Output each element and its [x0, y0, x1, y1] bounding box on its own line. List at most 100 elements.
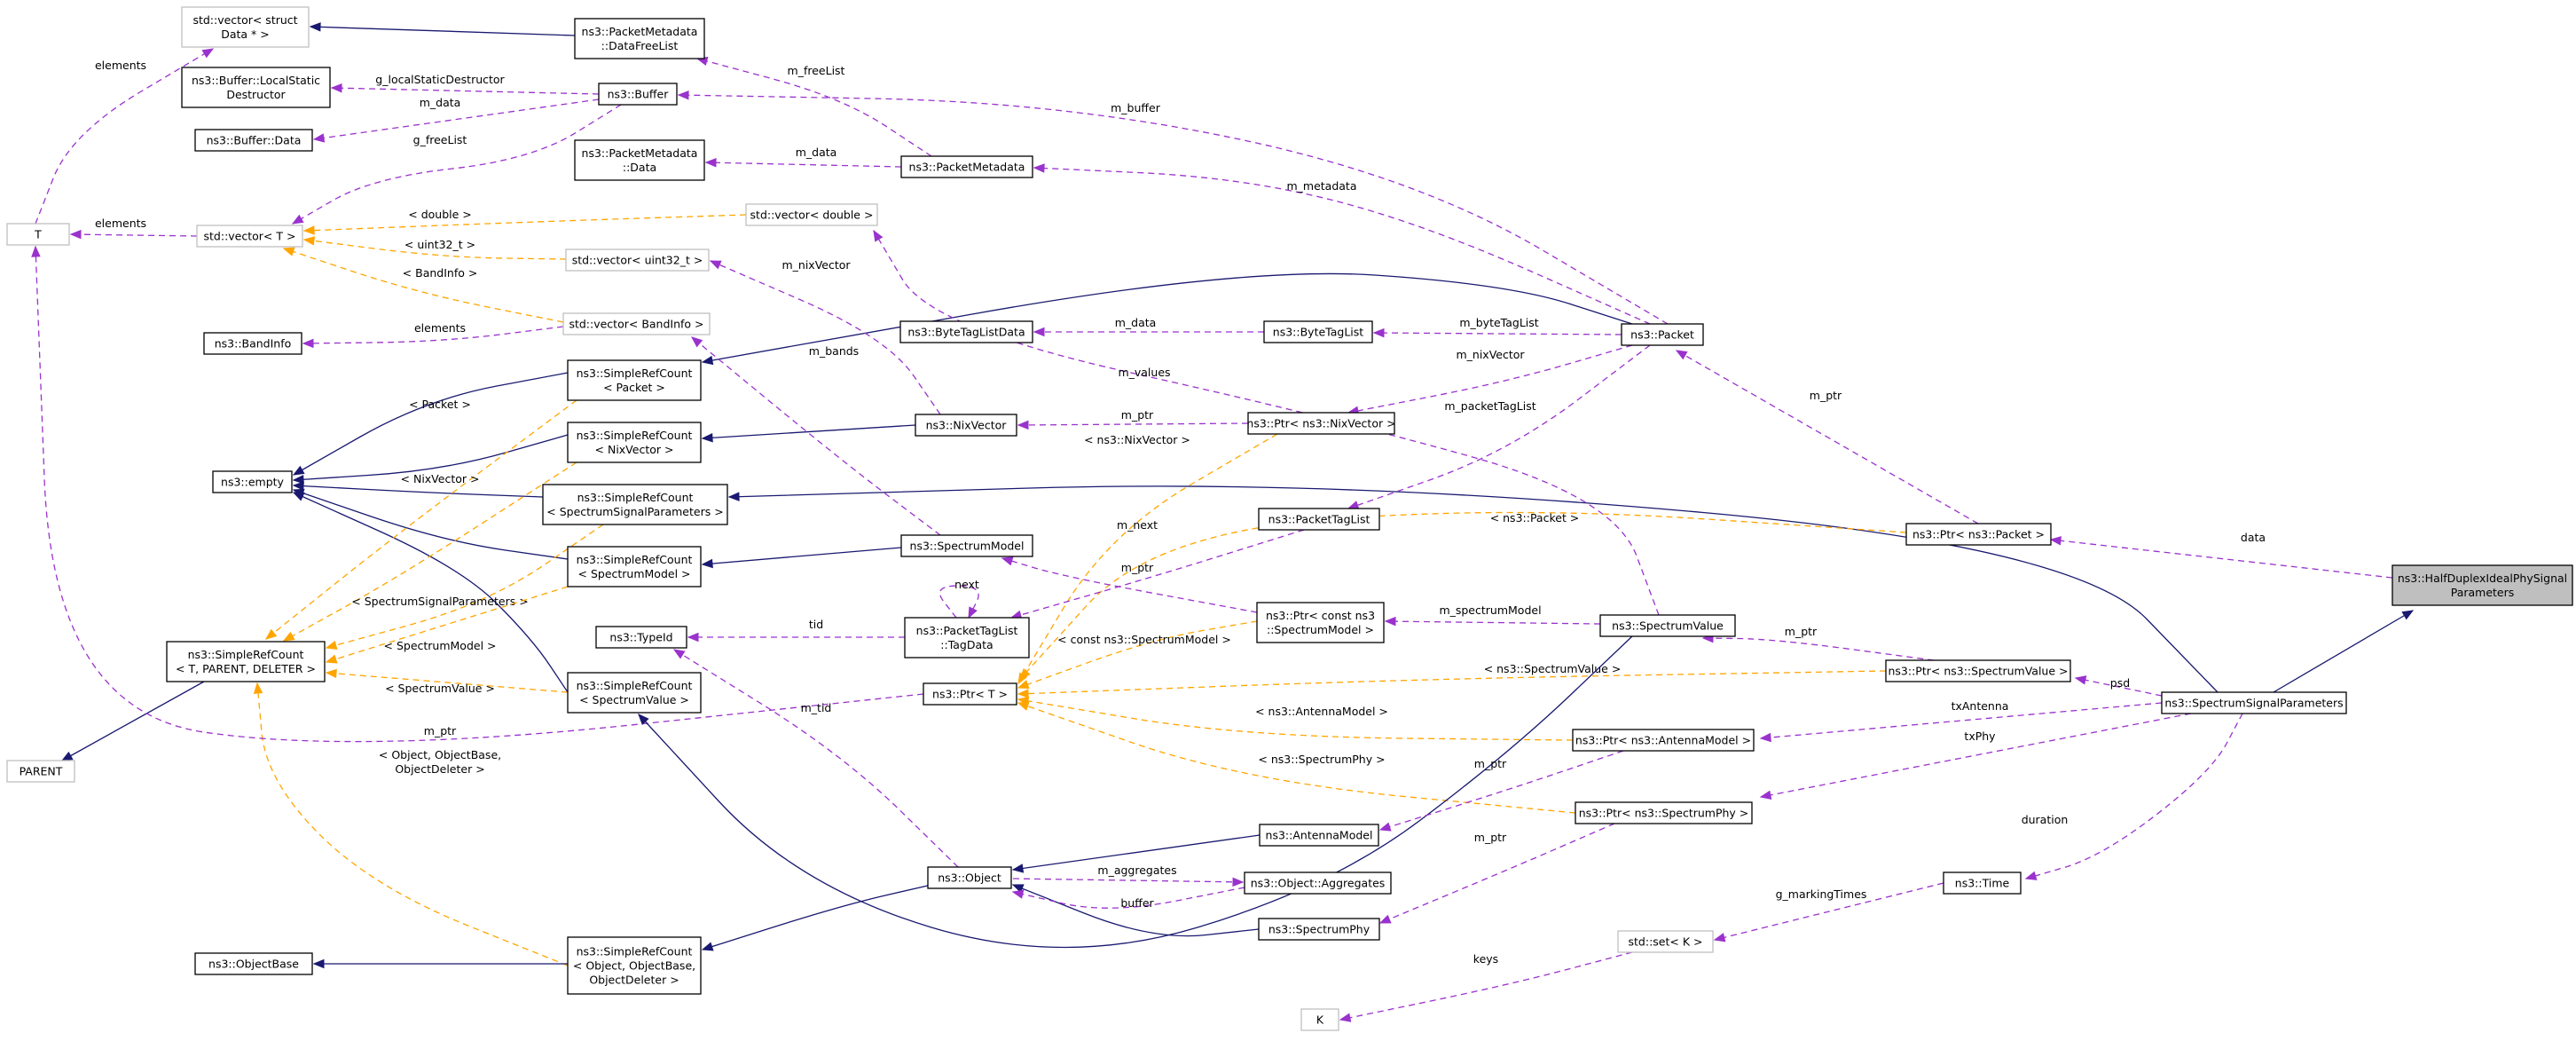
edge-line: [35, 48, 214, 225]
edge-packet-to-ptrpkt: m_ptr: [1675, 350, 1979, 524]
node-btld[interactable]: ns3::ByteTagListData: [899, 320, 1033, 343]
node-label: ns3::SimpleRefCount: [577, 491, 694, 504]
edge-ptrpkt-to-hdp: data: [2049, 531, 2393, 579]
node-vecu32[interactable]: std::vector< uint32_t >: [565, 248, 710, 272]
node-label: < SpectrumSignalParameters >: [546, 505, 723, 518]
edge-line: [1033, 167, 1651, 325]
node-ptrpkt[interactable]: ns3::Ptr< ns3::Packet >: [1905, 523, 2052, 546]
arrowhead: [873, 229, 884, 242]
node-empty[interactable]: ns3::empty: [212, 470, 293, 493]
node-srcgen[interactable]: ns3::SimpleRefCount< T, PARENT, DELETER …: [166, 641, 326, 682]
node-ptltd[interactable]: ns3::PacketTagList::TagData: [904, 617, 1030, 659]
edge-line: [1012, 887, 1245, 909]
arrowhead: [1713, 933, 1726, 942]
node-label: ns3::Buffer::Data: [207, 134, 302, 147]
node-label: ns3::Ptr< ns3::Packet >: [1912, 528, 2045, 541]
node-label: ns3::Time: [1955, 877, 2010, 890]
node-sphy[interactable]: ns3::SpectrumPhy: [1258, 918, 1380, 941]
node-am[interactable]: ns3::AntennaModel: [1259, 824, 1379, 847]
node-label: ns3::PacketMetadata: [582, 25, 698, 38]
node-nixvec[interactable]: ns3::NixVector: [915, 414, 1017, 437]
edge-label: < const ns3::SpectrumModel >: [1057, 633, 1231, 646]
node-srcnix[interactable]: ns3::SimpleRefCount< NixVector >: [567, 422, 702, 463]
node-srcpkt[interactable]: ns3::SimpleRefCount< Packet >: [567, 359, 702, 401]
edge-parent-to-srcgen: [60, 681, 205, 761]
edge-line: [702, 547, 902, 565]
arrowhead: [701, 558, 713, 569]
node-bufdata[interactable]: ns3::Buffer::Data: [194, 129, 313, 152]
edge-line: [293, 492, 569, 693]
arrowhead: [1339, 1013, 1352, 1022]
edge-label: m_ptr: [1121, 408, 1154, 422]
arrowhead: [60, 751, 74, 761]
arrowhead: [704, 158, 717, 168]
edge-line: [638, 635, 1633, 949]
edge-srcgen-to-srcssp: < SpectrumSignalParameters >: [325, 524, 604, 651]
node-ptrsphy[interactable]: ns3::Ptr< ns3::SpectrumPhy >: [1575, 801, 1753, 824]
edge-objagg-to-object: buffer: [1011, 887, 1245, 910]
node-srcobj[interactable]: ns3::SimpleRefCount< Object, ObjectBase,…: [567, 936, 702, 995]
edge-label: < ns3::SpectrumPhy >: [1258, 753, 1385, 766]
node-objagg[interactable]: ns3::Object::Aggregates: [1244, 871, 1392, 895]
node-bandinfo[interactable]: ns3::BandInfo: [203, 332, 302, 355]
node-pmdfl[interactable]: ns3::PacketMetadata::DataFreeList: [574, 18, 705, 59]
node-ptrcsm[interactable]: ns3::Ptr< const ns3::SpectrumModel >: [1256, 602, 1385, 643]
node-vecband[interactable]: std::vector< BandInfo >: [562, 312, 711, 335]
node-label: ns3::empty: [221, 476, 285, 489]
edge-vecdbl-to-sv: m_values: [873, 229, 1660, 616]
node-sv[interactable]: ns3::SpectrumValue: [1599, 614, 1736, 637]
node-vecT[interactable]: std::vector< T >: [196, 225, 303, 248]
node-ptrsv[interactable]: ns3::Ptr< ns3::SpectrumValue >: [1885, 659, 2071, 682]
edge-label: txAntenna: [1952, 699, 2009, 713]
edge-label: data: [2241, 531, 2266, 544]
node-object[interactable]: ns3::Object: [927, 866, 1012, 889]
edge-label: m_ptr: [1474, 831, 1507, 844]
node-label: K: [1316, 1013, 1324, 1027]
node-time[interactable]: ns3::Time: [1943, 871, 2022, 895]
edge-line: [303, 239, 567, 260]
edge-label: g_markingTimes: [1776, 887, 1867, 901]
node-typeid[interactable]: ns3::TypeId: [595, 626, 687, 649]
edge-label: m_ptr: [1785, 625, 1818, 638]
node-label: ::DataFreeList: [601, 39, 679, 52]
node-box: [1247, 412, 1395, 435]
node-packet[interactable]: ns3::Packet: [1621, 323, 1704, 346]
node-btl[interactable]: ns3::ByteTagList: [1263, 320, 1373, 343]
node-T[interactable]: T: [6, 223, 70, 246]
node-ptrT[interactable]: ns3::Ptr< T >: [923, 682, 1017, 706]
arrowhead: [1011, 864, 1025, 873]
edge-label: buffer: [1120, 896, 1154, 910]
edge-K-to-setK: keys: [1339, 951, 1633, 1022]
node-vecdbl[interactable]: std::vector< double >: [745, 203, 878, 226]
node-srcssp[interactable]: ns3::SimpleRefCount< SpectrumSignalParam…: [542, 484, 728, 525]
node-buffer[interactable]: ns3::Buffer: [598, 83, 678, 106]
edge-line: [326, 672, 569, 693]
node-box: [196, 225, 303, 248]
node-label: ns3::Buffer::LocalStatic: [192, 74, 320, 87]
node-setK[interactable]: std::set< K >: [1617, 930, 1714, 953]
edge-srcgen-to-srcsm: < SpectrumModel >: [325, 586, 569, 664]
arrowhead: [292, 481, 304, 491]
node-ssp[interactable]: ns3::SpectrumSignalParameters: [2161, 691, 2347, 714]
node-srcsm[interactable]: ns3::SimpleRefCount< SpectrumModel >: [567, 546, 702, 588]
node-pmdata[interactable]: ns3::PacketMetadata::Data: [574, 139, 705, 181]
arrowhead: [1033, 327, 1045, 337]
node-label: ns3::NixVector: [926, 419, 1008, 432]
node-srcsv[interactable]: ns3::SimpleRefCount< SpectrumValue >: [567, 672, 702, 714]
node-box: [598, 83, 678, 106]
node-objbase[interactable]: ns3::ObjectBase: [194, 952, 313, 975]
node-ptrnix[interactable]: ns3::Ptr< ns3::NixVector >: [1246, 412, 1396, 435]
edge-line: [1017, 702, 1576, 814]
node-ptram[interactable]: ns3::Ptr< ns3::AntennaModel >: [1572, 729, 1755, 752]
node-parent[interactable]: PARENT: [6, 760, 75, 783]
node-pm[interactable]: ns3::PacketMetadata: [900, 155, 1033, 178]
node-box: [194, 129, 313, 152]
node-sm[interactable]: ns3::SpectrumModel: [900, 534, 1033, 557]
node-ptl[interactable]: ns3::PacketTagList: [1258, 508, 1380, 531]
edge-label: < BandInfo >: [403, 266, 478, 280]
node-K[interactable]: K: [1300, 1008, 1339, 1031]
node-box: [1258, 918, 1380, 941]
